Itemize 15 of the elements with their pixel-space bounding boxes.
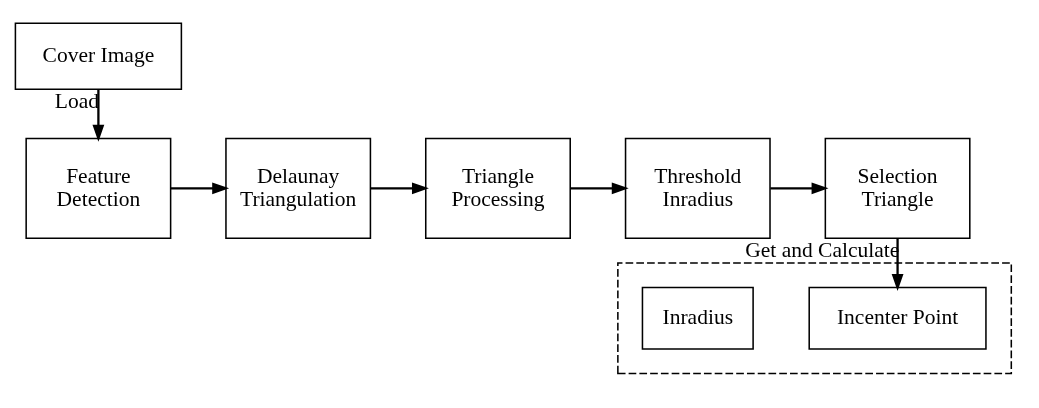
node-box: Threshold Inradius	[624, 137, 771, 239]
node-box: Inradius	[641, 286, 754, 350]
node-box: Incenter Point	[808, 286, 987, 350]
node-box: Triangle Processing	[425, 137, 571, 239]
arrow	[370, 181, 429, 194]
cluster	[617, 261, 1013, 374]
arrow	[891, 238, 904, 291]
arrow	[92, 89, 105, 142]
arrow	[770, 181, 829, 194]
arrow	[171, 181, 230, 194]
arrow	[570, 181, 629, 194]
node-box: Selection Triangle	[824, 137, 971, 239]
node-box: Cover Image	[14, 21, 183, 90]
node-box: Feature Detection	[25, 137, 172, 239]
node-box: Delaunay Triangulation	[225, 137, 372, 239]
